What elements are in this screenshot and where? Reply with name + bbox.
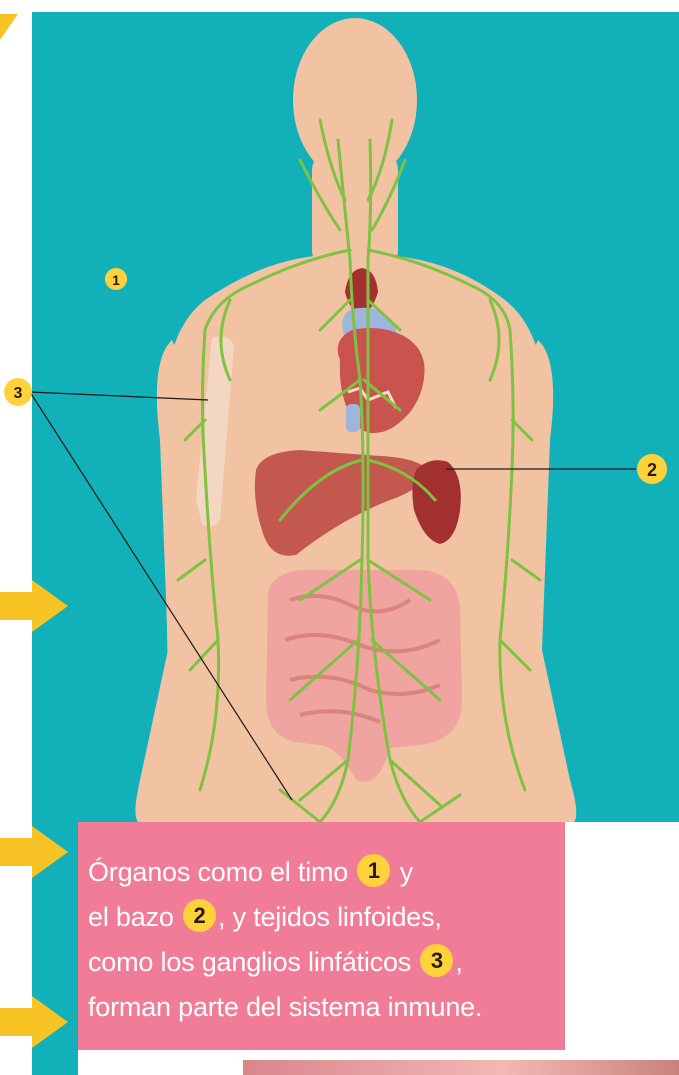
caption-badge-2: 2 bbox=[183, 899, 216, 932]
caption-text: y bbox=[400, 857, 413, 887]
caption-text: , bbox=[455, 947, 462, 977]
left-margin bbox=[0, 0, 32, 1075]
caption-line-3: como los ganglios linfáticos 3, bbox=[88, 940, 545, 985]
marker-1-label: 1 bbox=[112, 272, 120, 288]
marker-2-label: 2 bbox=[647, 460, 657, 480]
marker-1: 1 bbox=[105, 268, 127, 290]
marker-2: 2 bbox=[637, 454, 667, 484]
caption-line-1: Órganos como el timo 1 y bbox=[88, 850, 545, 895]
caption-box: Órganos como el timo 1 y el bazo 2, y te… bbox=[78, 822, 565, 1050]
caption-badge-3: 3 bbox=[420, 944, 453, 977]
marker-3: 3 bbox=[4, 378, 32, 406]
caption-text: , y tejidos linfoides, bbox=[218, 902, 442, 932]
next-panel-edge bbox=[243, 1060, 679, 1075]
caption-text: el bazo bbox=[88, 902, 174, 932]
caption-line-4: forman parte del sistema inmune. bbox=[88, 985, 545, 1030]
caption-line-2: el bazo 2, y tejidos linfoides, bbox=[88, 895, 545, 940]
marker-3-label: 3 bbox=[14, 385, 23, 402]
caption-text: Órganos como el timo bbox=[88, 857, 348, 887]
caption-text: como los ganglios linfáticos bbox=[88, 947, 411, 977]
caption-badge-1: 1 bbox=[357, 854, 390, 887]
